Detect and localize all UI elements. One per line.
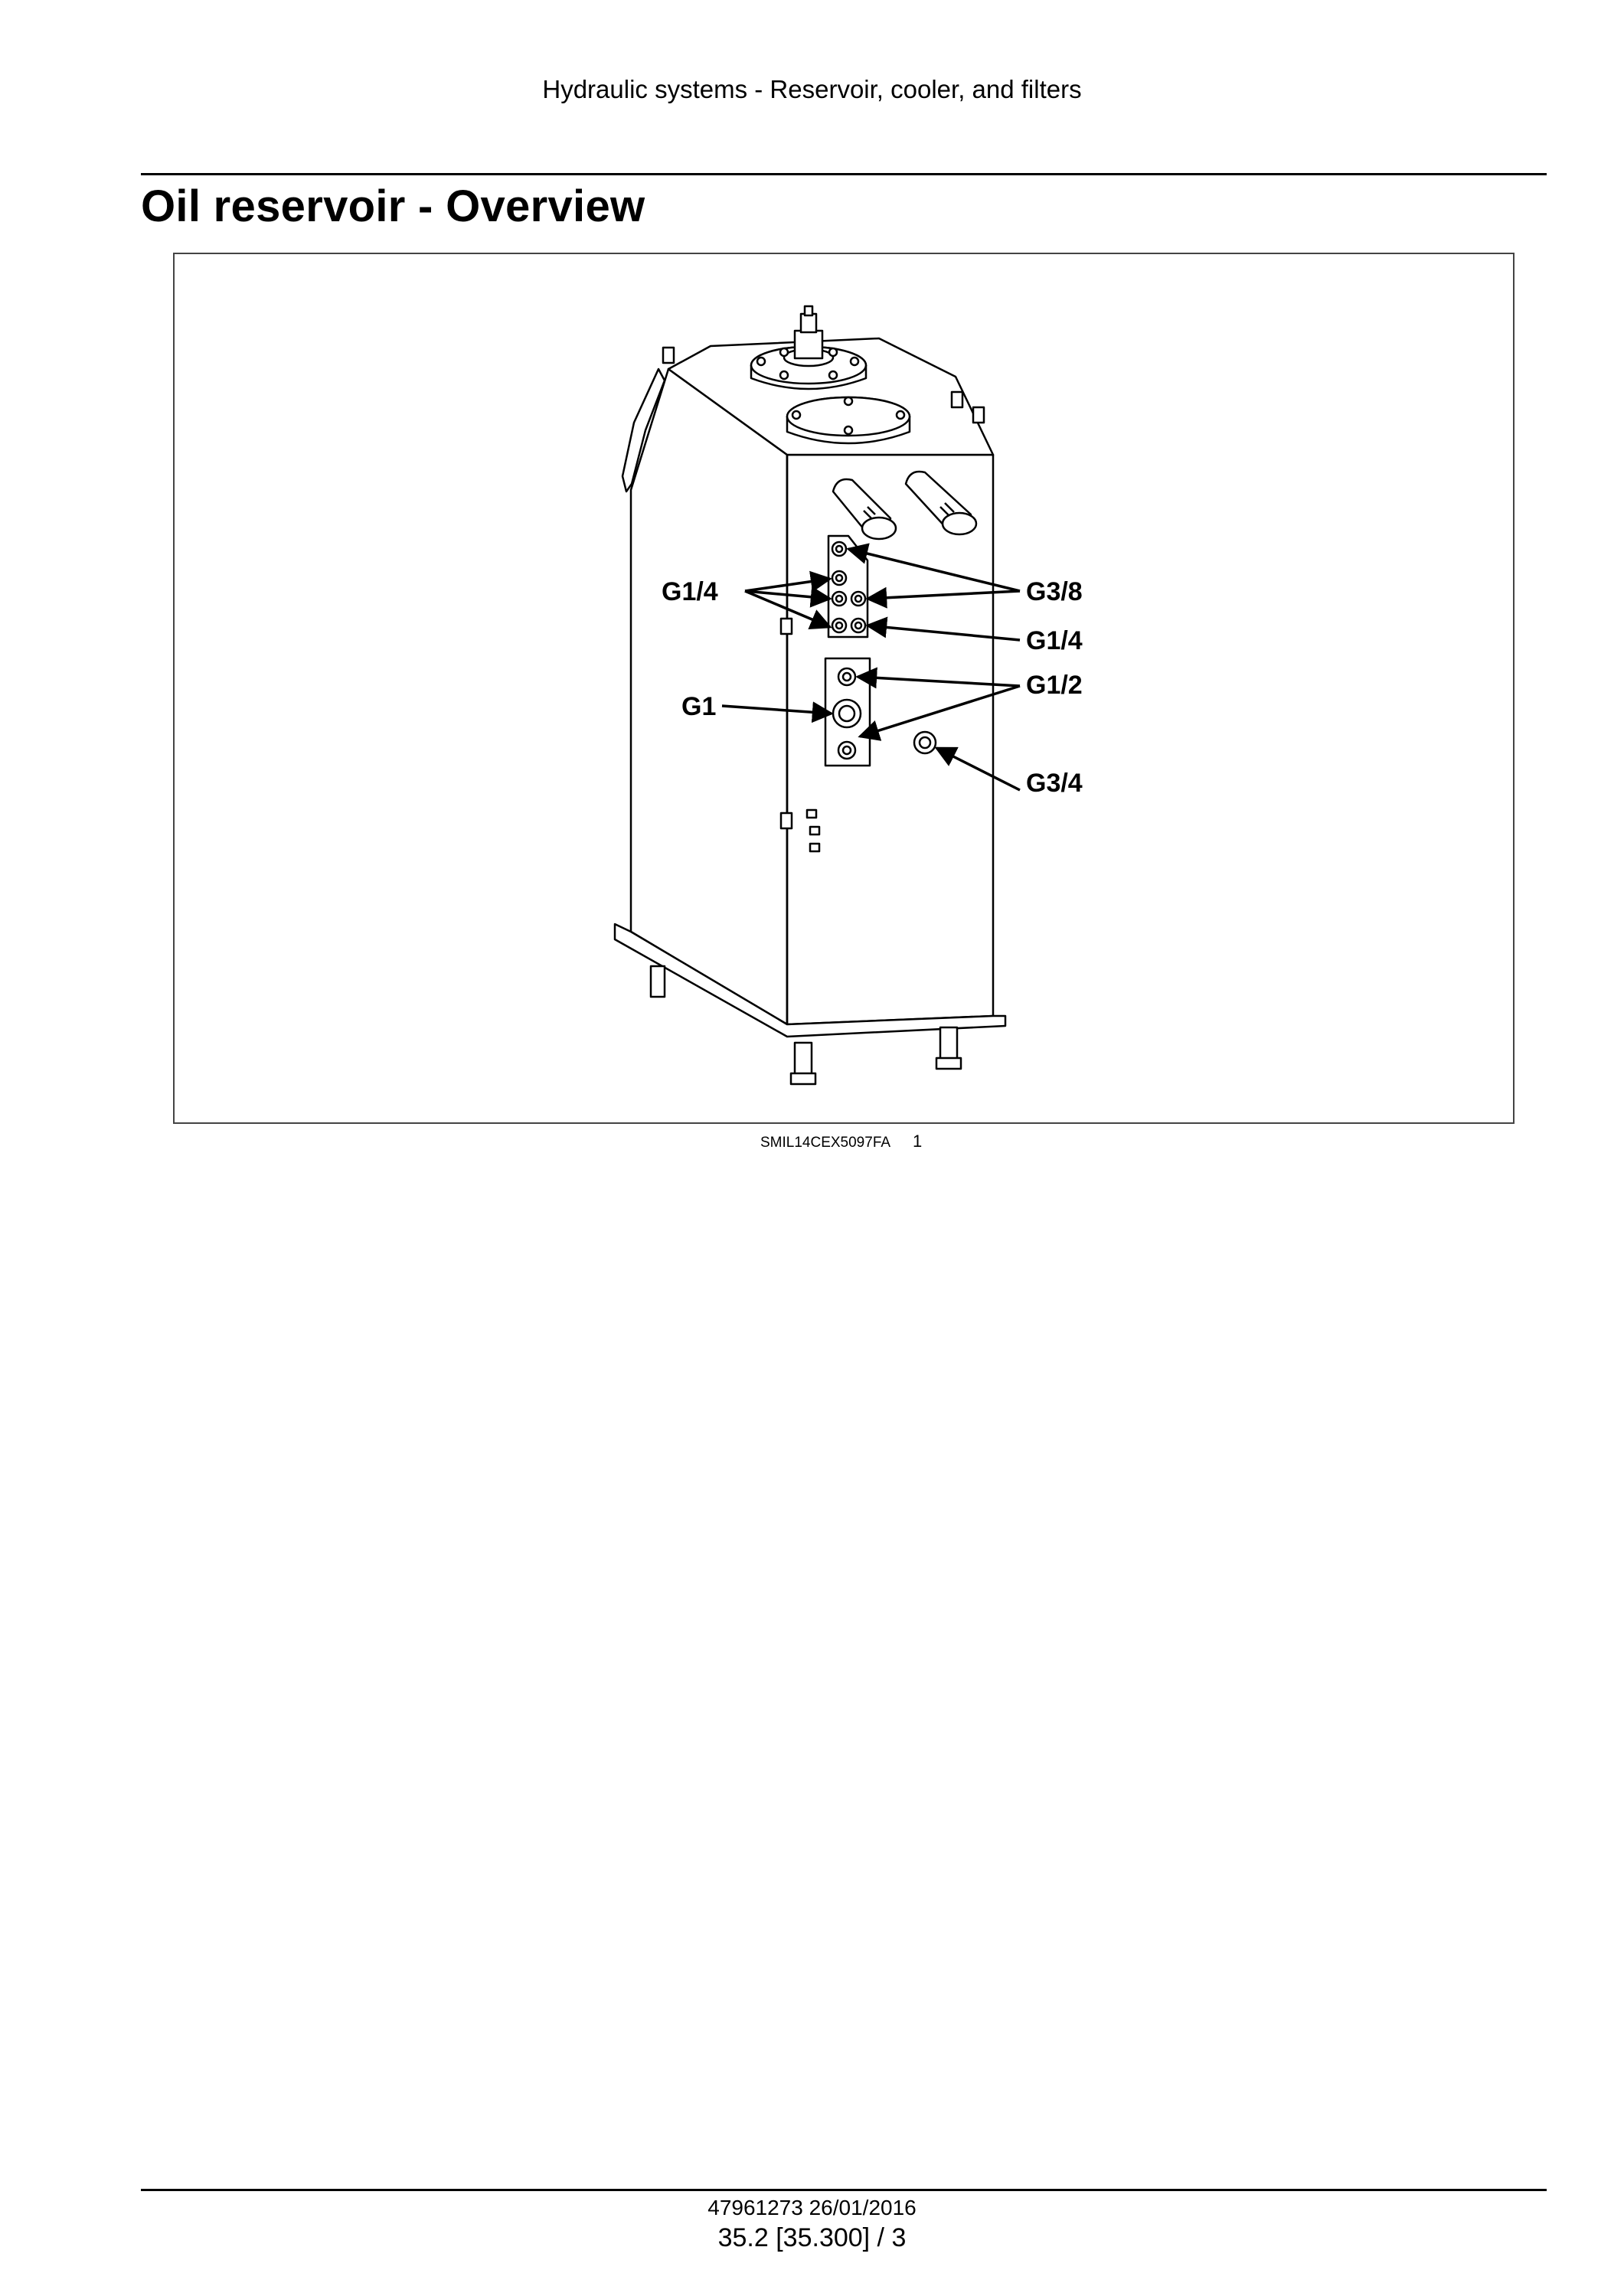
header-rule [141,173,1547,175]
callout-g1: G1 [681,692,716,721]
callout-g14-right: G1/4 [1026,626,1083,655]
callout-g34: G3/4 [1026,769,1083,798]
footer-rule [141,2189,1547,2191]
figure-code: SMIL14CEX5097FA [760,1135,891,1151]
section-title: Oil reservoir - Overview [141,181,645,231]
footer-doc-line: 47961273 26/01/2016 [707,2196,917,2219]
figure-number: 1 [913,1132,923,1151]
footer-page-ref: 35.2 [35.300] / 3 [717,2223,907,2252]
figure-frame: G1/4 G3/8 G1/4 G1/2 G1 G3/4 [173,253,1515,1124]
running-header: Hydraulic systems - Reservoir, cooler, a… [542,75,1082,103]
oil-reservoir-illustration: G1/4 G3/8 G1/4 G1/2 G1 G3/4 [613,305,1083,1086]
callout-g14-left: G1/4 [662,577,718,606]
callout-g12: G1/2 [1026,671,1083,700]
callout-g38: G3/8 [1026,577,1083,606]
